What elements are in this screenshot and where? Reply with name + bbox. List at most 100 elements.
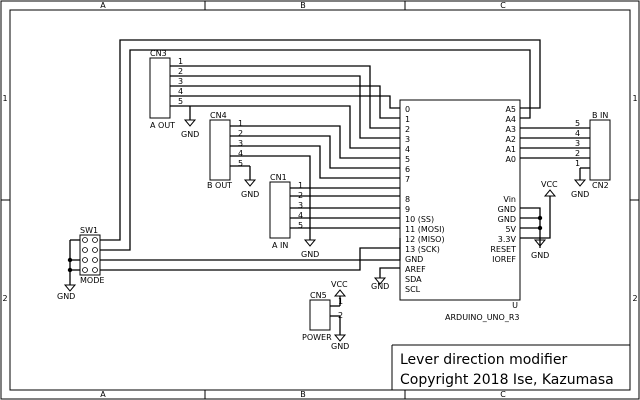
svg-text:GND: GND [531,251,549,260]
frame-row-2-right: 2 [632,294,637,303]
cn1-pin: 5 [298,221,303,230]
arduino-left-pin-label: SCL [405,285,421,294]
arduino-left-pin-label: 4 [405,145,410,154]
svg-text:GND: GND [57,292,75,301]
arduino-value: ARDUINO_UNO_R3 [445,313,519,322]
arduino-left-pin-label: 7 [405,175,410,184]
arduino-right-pin-label: GND [498,215,516,224]
arduino-ref: U [512,301,518,310]
arduino-left-pin-label: 0 [405,105,410,114]
cn2-pin: 1 [575,159,580,168]
arduino-right-pin-label: IOREF [492,255,516,264]
arduino-left-pin-label: 5 [405,155,410,164]
arduino-left-pin-label: AREF [405,265,426,274]
frame-col-c-bottom: C [500,390,506,399]
arduino-left-pin-label: 3 [405,135,410,144]
cn4-name: B OUT [207,181,232,190]
cn3-pin: 4 [178,87,183,96]
arduino-right-pin-label: A4 [505,115,516,124]
connector-cn3: CN3 A OUT 1 2 3 4 5 [149,49,183,130]
arduino-right-pin-label: Vin [503,195,516,204]
cn1-pin: 2 [298,191,303,200]
frame-col-b: B [300,1,306,10]
cn5-ref: CN5 [310,291,327,300]
frame-col-b-bottom: B [300,390,306,399]
wires [69,39,590,335]
arduino-left-pin-label: 12 (MISO) [405,235,445,244]
cn1-pin: 4 [298,211,303,220]
cn4-pin: 4 [238,149,243,158]
sw1-name: MODE [80,276,104,285]
cn4-pin: 1 [238,119,243,128]
arduino-right-pin-label: 5V [505,225,516,234]
connector-cn1: CN1 A IN 1 2 3 4 5 [269,173,303,250]
arduino-right-pin-label: A2 [505,135,516,144]
gnd-arduino-left: GND [371,277,389,291]
cn2-ref: CN2 [592,181,609,190]
connector-cn5: CN5 POWER 1 2 [302,291,343,342]
svg-text:GND: GND [181,130,199,139]
arduino-right-pin-label: 3.3V [498,235,517,244]
cn5-pin: 2 [338,311,343,320]
cn3-pin: 3 [178,77,183,86]
copyright-text: Copyright 2018 Ise, Kazumasa [400,372,614,388]
svg-text:GND: GND [571,190,589,199]
power-symbols: GND GND GND GND GND GND GND GND VCC VCC [57,106,589,351]
cn4-ref: CN4 [210,111,227,120]
svg-text:GND: GND [241,190,259,199]
sw1-ref: SW1 [80,226,98,235]
junction-dot [537,215,543,221]
title-text: Lever direction modifier [400,352,567,368]
arduino-left-pin-label: 1 [405,115,410,124]
cn1-pin: 3 [298,201,303,210]
arduino-left-pin-label: 10 (SS) [405,215,434,224]
cn1-name: A IN [272,241,288,250]
arduino-right-pin-label: RESET [490,245,516,254]
switch-sw1: SW1 MODE [70,226,104,285]
vcc-arduino: VCC [541,180,558,197]
cn2-pin: 5 [575,119,580,128]
cn3-name: A OUT [150,121,175,130]
cn5-pin: 1 [338,297,343,306]
cn3-ref: CN3 [150,49,167,58]
arduino-left-pin-label: 6 [405,165,410,174]
gnd-cn1: GND [301,188,319,259]
arduino-right-pin-label: A0 [505,155,516,164]
connector-cn4: CN4 B OUT 1 2 3 4 5 [207,111,243,190]
frame-row-1: 1 [2,94,7,103]
gnd-cn5: GND [331,334,349,351]
junction-dots [67,215,543,273]
cn2-pin: 2 [575,149,580,158]
cn1-ref: CN1 [270,173,287,182]
cn2-pin: 4 [575,129,580,138]
arduino-right-pin-label: GND [498,205,516,214]
cn1-pin: 1 [298,181,303,190]
arduino-left-pin-label: 11 (MOSI) [405,225,445,234]
svg-text:GND: GND [301,250,319,259]
cn5-name: POWER [302,333,332,342]
frame-col-a-bottom: A [100,390,106,399]
gnd-cn4: GND [241,166,259,199]
cn4-pin: 5 [238,159,243,168]
frame-row-1-right: 1 [632,94,637,103]
gnd-cn2: GND [571,168,589,199]
arduino-right-pin-label: A5 [505,105,516,114]
cn2-name: B IN [592,111,608,120]
arduino-left-pin-label: 13 (SCK) [405,245,440,254]
frame-col-c: C [500,1,506,10]
arduino-right-pin-label: A3 [505,125,516,134]
cn4-pin: 3 [238,139,243,148]
frame-col-a: A [100,1,106,10]
gnd-arduino-right: GND [531,239,549,260]
gnd-sw1: GND [57,284,77,301]
svg-text:GND: GND [331,342,349,351]
svg-text:GND: GND [371,282,389,291]
connector-cn2: B IN CN2 5 4 3 2 1 [575,111,611,190]
cn3-pin: 1 [178,57,183,66]
arduino-left-pin-label: 8 [405,195,410,204]
frame-row-2: 2 [2,294,7,303]
arduino-left-pin-label: SDA [405,275,422,284]
arduino-left-pin-label: 2 [405,125,410,134]
